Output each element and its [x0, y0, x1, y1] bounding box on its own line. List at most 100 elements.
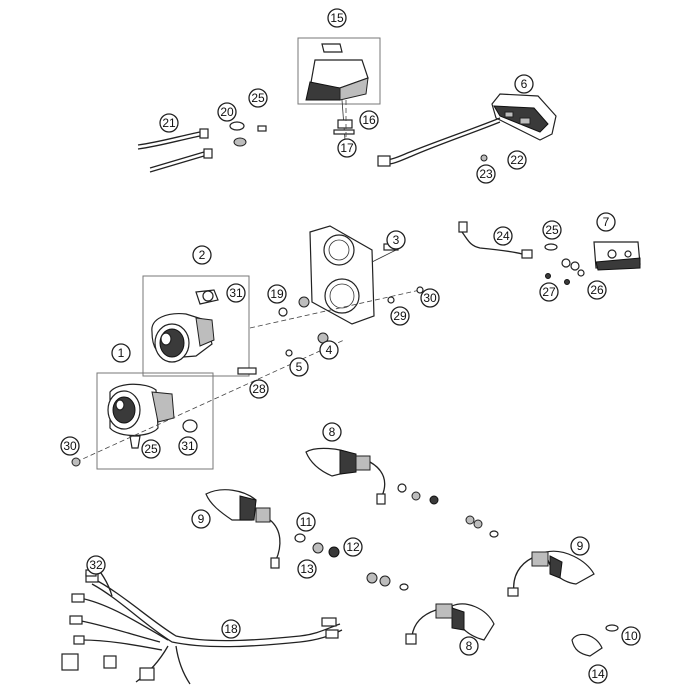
turn-signal-front-left [305, 447, 439, 505]
callout-30: 30 [60, 436, 80, 456]
callout-number: 7 [603, 215, 610, 229]
callout-circle [386, 230, 406, 250]
callout-circle [191, 509, 211, 529]
callout-30: 30 [420, 288, 440, 308]
callout-circle [60, 436, 80, 456]
callout-circle [420, 288, 440, 308]
callout-25: 25 [542, 220, 562, 240]
callout-number: 12 [346, 540, 360, 554]
callout-circle [322, 422, 342, 442]
callout-circle [621, 626, 641, 646]
callout-number: 11 [300, 515, 313, 529]
callout-circle [539, 282, 559, 302]
callout-number: 13 [300, 562, 314, 576]
callout-18: 18 [221, 619, 241, 639]
callout-circle [507, 150, 527, 170]
wiring-harness [61, 559, 343, 685]
callout-number: 22 [510, 153, 524, 167]
callout-number: 25 [144, 442, 158, 456]
callout-circle [297, 559, 317, 579]
callout-number: 2 [199, 248, 206, 262]
callout-10: 10 [621, 626, 641, 646]
callout-8: 8 [322, 422, 342, 442]
callout-22: 22 [507, 150, 527, 170]
callout-number: 30 [423, 291, 437, 305]
callout-circle [111, 343, 131, 363]
callout-32: 32 [86, 555, 106, 575]
callout-13: 13 [297, 559, 317, 579]
callout-circle [476, 164, 496, 184]
callout-23: 23 [476, 164, 496, 184]
callout-28: 28 [249, 379, 269, 399]
callout-number: 16 [362, 113, 376, 127]
turn-signal-fasteners [294, 515, 499, 591]
callout-circle [343, 537, 363, 557]
callout-25: 25 [248, 88, 268, 108]
callout-circle [542, 220, 562, 240]
callout-circle [289, 357, 309, 377]
callout-circle [390, 306, 410, 326]
callout-number: 32 [89, 558, 103, 572]
callout-circle [192, 245, 212, 265]
callout-1: 1 [111, 343, 131, 363]
callout-number: 15 [330, 11, 344, 25]
turn-signal-rear-right [507, 550, 595, 597]
callout-circle [267, 284, 287, 304]
headlight-1-assembly [96, 372, 214, 470]
callout-circle [226, 283, 246, 303]
callout-number: 29 [393, 309, 407, 323]
rear-light-assembly [458, 221, 641, 285]
callout-8: 8 [459, 636, 479, 656]
callout-number: 30 [63, 439, 77, 453]
callout-25: 25 [141, 439, 161, 459]
callout-2: 2 [192, 245, 212, 265]
callout-number: 28 [252, 382, 266, 396]
callout-number: 8 [329, 425, 336, 439]
callout-21: 21 [159, 113, 179, 133]
callout-7: 7 [596, 212, 616, 232]
callout-9: 9 [570, 536, 590, 556]
callout-number: 25 [251, 91, 265, 105]
callout-24: 24 [493, 226, 513, 246]
callout-circle [327, 8, 347, 28]
callout-number: 18 [224, 622, 238, 636]
callout-circle [178, 436, 198, 456]
callout-circle [587, 280, 607, 300]
callout-3: 3 [386, 230, 406, 250]
callout-circle [514, 74, 534, 94]
license-plate-bracket-assembly [297, 37, 381, 141]
callout-circle [588, 664, 608, 684]
callout-4: 4 [319, 340, 339, 360]
callout-circle [86, 555, 106, 575]
callout-5: 5 [289, 357, 309, 377]
callout-14: 14 [588, 664, 608, 684]
callout-number: 25 [545, 223, 559, 237]
callout-9: 9 [191, 509, 211, 529]
callout-circle [249, 379, 269, 399]
callout-number: 31 [229, 286, 243, 300]
callout-19: 19 [267, 284, 287, 304]
callout-circle [596, 212, 616, 232]
tail-light-assembly [377, 93, 557, 167]
license-bulb-wires [137, 121, 267, 173]
callout-number: 27 [542, 285, 556, 299]
callout-number: 5 [296, 360, 303, 374]
callout-number: 1 [118, 346, 125, 360]
callout-number: 24 [496, 229, 510, 243]
callout-16: 16 [359, 110, 379, 130]
callout-number: 4 [326, 343, 333, 357]
callout-number: 21 [162, 116, 176, 130]
headlight-mask-plate [309, 225, 399, 325]
callout-number: 23 [479, 167, 493, 181]
callout-number: 31 [181, 439, 195, 453]
callout-circle [493, 226, 513, 246]
callout-6: 6 [514, 74, 534, 94]
callout-15: 15 [327, 8, 347, 28]
callout-27: 27 [539, 282, 559, 302]
turn-signal-front-right [205, 489, 281, 569]
callout-circle [159, 113, 179, 133]
callout-circle [296, 512, 316, 532]
callout-17: 17 [337, 138, 357, 158]
